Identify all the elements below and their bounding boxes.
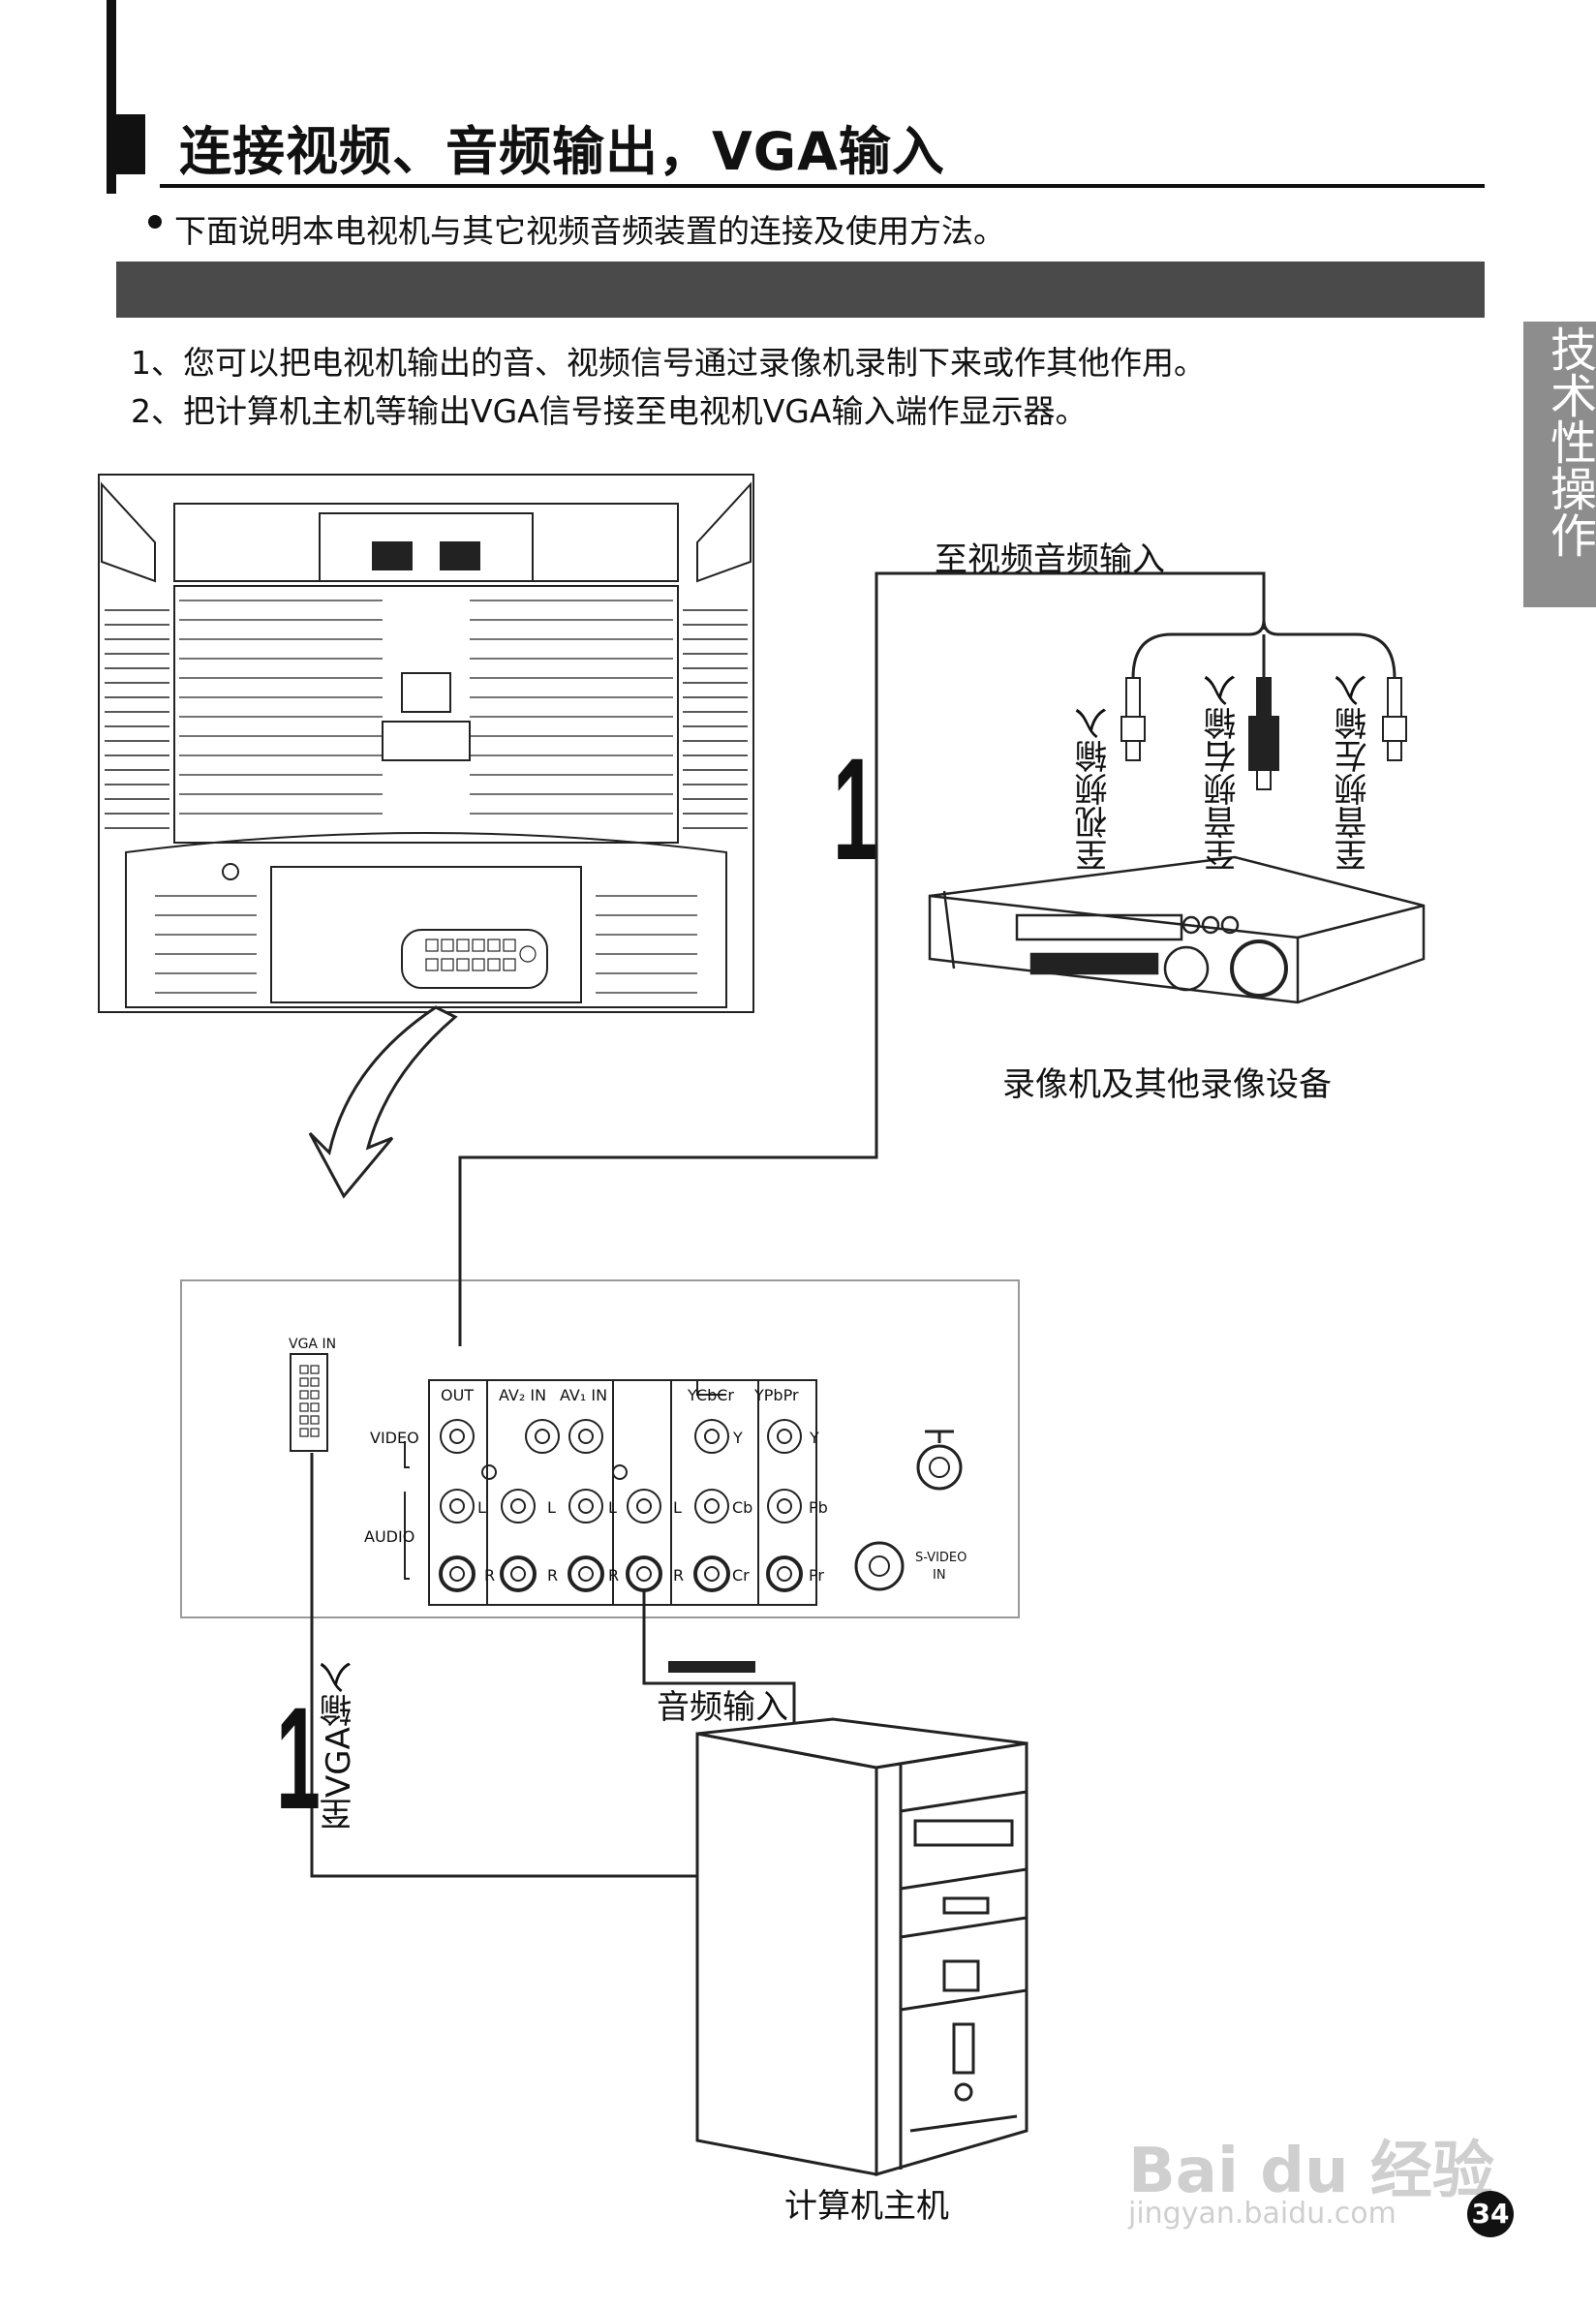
- panel-svideo-label: S-VIDEO: [915, 1551, 967, 1565]
- watermark-url: jingyan.baidu.com: [1128, 2197, 1396, 2231]
- panel-svideo-in-label: IN: [933, 1568, 946, 1583]
- to-video-in-label: 至视频输入: [1075, 707, 1114, 872]
- rca-plugs: [1120, 677, 1407, 790]
- av-panel-labels: VGA IN VIDEO AUDIO OUT AV₂ IN AV₁ IN YCb…: [289, 1337, 967, 1585]
- step-1-text: 1、您可以把电视机输出的音、视频信号通过录像机录制下来或作其他作用。: [131, 344, 1206, 382]
- panel-r3-label: R: [608, 1566, 619, 1585]
- vcr-label: 录像机及其他录像设备: [1002, 1065, 1332, 1104]
- tv-vent-right: [683, 609, 748, 829]
- panel-l-label: L: [477, 1498, 486, 1517]
- panel-av2-label: AV₂ IN: [499, 1386, 546, 1404]
- intro-text: 下面说明本电视机与其它视频音频装置的连接及使用方法。: [174, 212, 1005, 250]
- av-panel: [180, 1279, 1020, 1618]
- page-number: 34: [1467, 2191, 1514, 2237]
- tv-base-vents: [155, 895, 697, 994]
- page-title: 连接视频、音频输出，VGA输入: [179, 121, 945, 182]
- title-marker: [107, 114, 145, 174]
- panel-r2-label: R: [547, 1566, 558, 1585]
- panel-r4-label: R: [673, 1566, 684, 1585]
- vcr-illustration: [928, 855, 1426, 1004]
- connection-diagram: VGA IN VIDEO AUDIO OUT AV₂ IN AV₁ IN YCb…: [98, 474, 1426, 2176]
- panel-y2-label: Y: [809, 1429, 819, 1447]
- panel-y-label: Y: [732, 1429, 743, 1447]
- panel-pb-label: Pb: [809, 1498, 828, 1517]
- side-tab: [1523, 322, 1596, 607]
- panel-vga-in-label: VGA IN: [289, 1337, 336, 1352]
- panel-out-label: OUT: [441, 1386, 474, 1404]
- to-vga-in-label: 至VGA输入: [320, 1661, 358, 1831]
- panel-cr-label: Cr: [732, 1566, 750, 1585]
- panel-video-label: VIDEO: [370, 1429, 419, 1447]
- pc-label: 计算机主机: [784, 2187, 949, 2226]
- section-band: [116, 262, 1485, 318]
- audio-in-label: 音频输入: [657, 1688, 788, 1727]
- panel-audio-label: AUDIO: [364, 1527, 414, 1546]
- connection-cables: [310, 571, 1396, 1878]
- panel-r-label: R: [484, 1566, 495, 1585]
- pc-tower-illustration: [695, 1717, 1028, 2176]
- tv-mini-jacks: [425, 939, 537, 971]
- step-2-text: 2、把计算机主机等输出VGA信号接至电视机VGA输入端作显示器。: [131, 392, 1088, 430]
- header-rule-vertical: [107, 0, 116, 194]
- tv-vent-center: [179, 600, 673, 815]
- rca-jacks: [439, 1419, 803, 1592]
- panel-ypbpr-label: YPbPr: [753, 1386, 799, 1404]
- panel-av1-label: AV₁ IN: [560, 1386, 607, 1404]
- to-audio-right-label: 至音频右输入: [1204, 674, 1243, 872]
- to-av-input-label: 至视频音频输入: [935, 540, 1165, 579]
- panel-cb-label: Cb: [732, 1498, 752, 1517]
- panel-ycbcr-label: YCbCr: [687, 1386, 734, 1404]
- panel-l4-label: L: [673, 1498, 682, 1517]
- step-number-pc: 1: [276, 1677, 321, 1839]
- tv-vent-left: [105, 609, 169, 829]
- watermark-logo: Bai du 经验: [1128, 2136, 1494, 2207]
- panel-l2-label: L: [547, 1498, 556, 1517]
- step-number-vcr: 1: [833, 727, 877, 890]
- bullet-icon: [148, 215, 162, 229]
- to-audio-left-label: 至音频左输入: [1335, 674, 1373, 872]
- panel-l3-label: L: [608, 1498, 617, 1517]
- panel-pr-label: Pr: [809, 1566, 824, 1585]
- tv-rear-illustration: [98, 474, 754, 1013]
- side-tab-label: 技术性操作: [1542, 325, 1596, 558]
- zoom-arrow-icon: [308, 1005, 458, 1199]
- title-underline: [160, 184, 1485, 188]
